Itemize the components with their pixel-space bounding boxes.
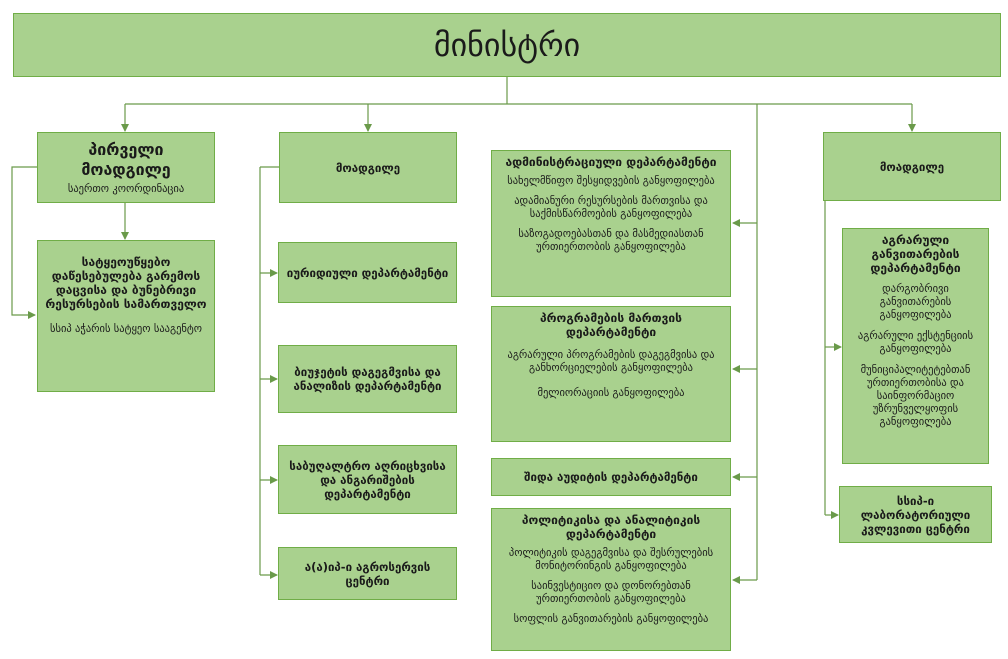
admin-unit-procurement: სახელმწიფო შესყიდვების განყოფილება (507, 175, 715, 187)
accounting-dept-title: საბუღალტრო აღრიცხვისა და ანგარიშების დეპ… (289, 458, 446, 501)
policy-unit-investment: საინვესტიციო და დონორებთან ურთიერთობის გ… (531, 580, 691, 605)
agro-center-title: ა(ა)იპ-ი აგროსერვის ცენტრი (304, 559, 431, 588)
agro-dev-unit-sectoral: დარგობრივი განვითარების განყოფილება (879, 283, 952, 321)
audit-dept-title: შიდა აუდიტის დეპარტამენტი (524, 470, 698, 484)
programs-unit-agrarian: აგრარული პროგრამების დაგეგმვისა და განხო… (507, 349, 715, 374)
first-deputy-title: პირველი მოადგილე (81, 139, 171, 179)
minister-title: მინისტრი (433, 26, 581, 64)
admin-dept-box: ადმინისტრაციული დეპარტამენტი სახელმწიფო … (491, 150, 731, 297)
audit-dept-box: შიდა აუდიტის დეპარტამენტი (491, 458, 731, 496)
policy-dept-box: პოლიტიკისა და ანალიტიკის დეპარტამენტი პო… (491, 508, 731, 651)
programs-dept-title: პროგრამების მართვის დეპარტამენტი (540, 311, 682, 339)
admin-unit-media: საზოგადოებასთან და მასმედიასთან ურთიერთო… (518, 228, 704, 253)
policy-dept-title: პოლიტიკისა და ანალიტიკის დეპარტამენტი (521, 513, 701, 541)
programs-dept-box: პროგრამების მართვის დეპარტამენტი აგრარულ… (491, 306, 731, 442)
agro-center-box: ა(ა)იპ-ი აგროსერვის ცენტრი (278, 547, 457, 600)
admin-unit-hr: ადამიანური რესურსების მართვისა და საქმის… (514, 195, 708, 220)
agro-dev-dept-box: აგრარული განვითარების დეპარტამენტი დარგო… (842, 228, 989, 464)
deputy-right-box: მოადგილე (823, 132, 1001, 201)
env-agency-subtitle: სსიპ აჭარის სატყეო სააგენტო (49, 323, 203, 335)
lab-center-box: სსიპ-ი ლაბორატორიული კვლევითი ცენტრი (839, 486, 992, 543)
agro-dev-unit-municipal: მუნიციპალიტეტებთან ურთიერთობისა და საინფ… (860, 364, 971, 428)
budget-dept-title: ბიუჯეტის დაგეგმვისა და ანალიზის დეპარტამ… (293, 365, 442, 393)
first-deputy-box: პირველი მოადგილე საერთო კოორდინაცია (37, 132, 215, 203)
env-agency-title: სატყეოუწყებო დაწესებულება გარემოს დაცვის… (45, 255, 207, 311)
deputy-right-title: მოადგილე (879, 159, 945, 174)
minister-box: მინისტრი (13, 13, 1001, 77)
budget-dept-box: ბიუჯეტის დაგეგმვისა და ანალიზის დეპარტამ… (278, 345, 457, 413)
legal-dept-title: იურიდიული დეპარტამენტი (286, 265, 449, 280)
programs-unit-melioration: მელიორაციის განყოფილება (537, 387, 685, 399)
agro-dev-dept-title: აგრარული განვითარების დეპარტამენტი (870, 233, 961, 275)
policy-unit-rural: სოფლის განვითარების განყოფილება (513, 613, 709, 625)
agro-dev-unit-extension: აგრარული ექსტენციის განყოფილება (857, 330, 974, 355)
admin-dept-title: ადმინისტრაციული დეპარტამენტი (505, 155, 717, 169)
legal-dept-box: იურიდიული დეპარტამენტი (278, 242, 457, 303)
first-deputy-subtitle: საერთო კოორდინაცია (67, 182, 185, 195)
lab-center-title: სსიპ-ი ლაბორატორიული კვლევითი ცენტრი (860, 493, 971, 536)
policy-unit-monitoring: პოლიტიკის დაგეგმვისა და შესრულების მონიტ… (508, 547, 714, 572)
deputy-left-title: მოადგილე (335, 160, 401, 175)
deputy-left-box: მოადგილე (279, 132, 457, 203)
env-agency-box: სატყეოუწყებო დაწესებულება გარემოს დაცვის… (37, 240, 215, 392)
accounting-dept-box: საბუღალტრო აღრიცხვისა და ანგარიშების დეპ… (278, 445, 457, 514)
